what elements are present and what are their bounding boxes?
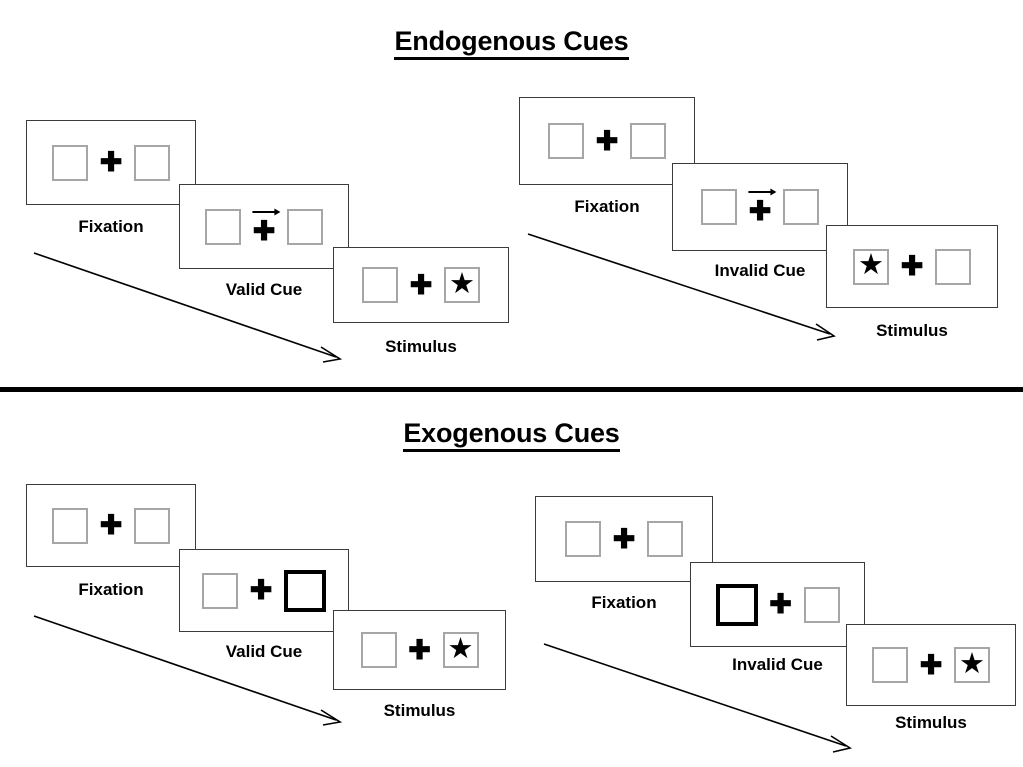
placeholder-square-right — [647, 521, 683, 557]
panel-endogenous-invalid-fixation: ✚ — [519, 97, 695, 185]
target-square-right: ★ — [442, 632, 479, 668]
section-divider — [0, 387, 1023, 392]
placeholder-square-left — [872, 647, 908, 683]
target-square-right: ★ — [444, 267, 480, 303]
placeholder-square-left — [701, 189, 737, 225]
panel-exogenous-valid-cue: ✚ — [179, 549, 349, 632]
caption-endogenous-invalid-fixation: Fixation — [574, 197, 640, 216]
section-title-endogenous-text: Endogenous Cues — [394, 26, 629, 60]
placeholder-square-left — [202, 572, 238, 609]
star-target-icon: ★ — [449, 267, 475, 300]
fixation-cross-wrap: ✚ — [88, 149, 134, 176]
fixation-cross-icon: ✚ — [748, 196, 772, 226]
fixation-cross-icon: ✚ — [900, 251, 924, 281]
panel-endogenous-valid-cue: ✚ — [179, 184, 349, 269]
caption-exogenous-valid-cue: Valid Cue — [225, 642, 303, 661]
panel-endogenous-valid-fixation: ✚ — [26, 120, 196, 205]
placeholder-square-right — [134, 507, 170, 544]
placeholder-square-left — [52, 144, 88, 181]
caption-endogenous-valid-fixation: Fixation — [78, 217, 144, 236]
placeholder-square-left — [360, 632, 397, 668]
caption-exogenous-valid-stimulus: Stimulus — [383, 701, 456, 720]
placeholder-square-left — [52, 507, 88, 544]
panel-endogenous-invalid-stimulus: ★ ✚ — [826, 225, 998, 308]
fixation-cross-wrap: ✚ — [601, 523, 647, 554]
fixation-cross-icon: ✚ — [595, 125, 619, 156]
placeholder-square-left — [548, 123, 584, 159]
panel-endogenous-invalid-cue: ✚ — [672, 163, 848, 251]
section-title-exogenous-text: Exogenous Cues — [403, 418, 620, 452]
caption-exogenous-invalid-fixation: Fixation — [591, 593, 657, 612]
cue-square-left-highlighted — [715, 583, 758, 626]
section-title-endogenous: Endogenous Cues — [0, 26, 1023, 60]
target-square-left: ★ — [853, 248, 889, 285]
star-target-icon: ★ — [447, 632, 474, 665]
fixation-cross-icon: ✚ — [99, 510, 123, 540]
fixation-cross-wrap: ✚ — [889, 253, 935, 280]
arrow-right-cue-icon — [252, 208, 281, 215]
fixation-cross-icon: ✚ — [409, 269, 433, 300]
fixation-cross-icon: ✚ — [919, 649, 943, 680]
target-square-right: ★ — [954, 647, 990, 683]
panel-exogenous-valid-fixation: ✚ — [26, 484, 196, 567]
fixation-cross-wrap: ✚ — [238, 577, 284, 604]
caption-exogenous-invalid-stimulus: Stimulus — [895, 713, 967, 732]
fixation-cross-wrap: ✚ — [737, 188, 783, 226]
fixation-cross-icon: ✚ — [249, 575, 273, 605]
fixation-cross-wrap: ✚ — [398, 269, 444, 300]
panel-endogenous-valid-stimulus: ✚ ★ — [333, 247, 509, 323]
caption-endogenous-invalid-stimulus: Stimulus — [876, 321, 948, 340]
fixation-cross-icon: ✚ — [252, 215, 276, 246]
placeholder-square-right — [630, 123, 666, 159]
fixation-cross-wrap: ✚ — [584, 125, 630, 156]
panel-exogenous-invalid-fixation: ✚ — [535, 496, 713, 582]
panel-exogenous-valid-stimulus: ✚ ★ — [333, 610, 506, 690]
fixation-cross-wrap: ✚ — [88, 512, 134, 539]
panel-exogenous-invalid-stimulus: ✚ ★ — [846, 624, 1016, 706]
placeholder-square-right — [134, 144, 170, 181]
fixation-cross-wrap: ✚ — [397, 634, 443, 665]
caption-endogenous-valid-stimulus: Stimulus — [385, 337, 457, 356]
placeholder-square-right — [935, 248, 971, 285]
caption-endogenous-invalid-cue: Invalid Cue — [714, 261, 806, 280]
placeholder-square-left — [205, 208, 241, 245]
fixation-cross-wrap: ✚ — [758, 591, 804, 618]
panel-exogenous-invalid-cue: ✚ — [690, 562, 865, 647]
fixation-cross-wrap: ✚ — [241, 208, 287, 246]
star-target-icon: ★ — [959, 647, 985, 680]
fixation-cross-icon: ✚ — [408, 634, 431, 665]
caption-exogenous-invalid-cue: Invalid Cue — [732, 655, 823, 674]
fixation-cross-icon: ✚ — [612, 523, 636, 554]
caption-endogenous-valid-cue: Valid Cue — [225, 280, 303, 299]
placeholder-square-right — [287, 208, 323, 245]
placeholder-square-left — [565, 521, 601, 557]
arrow-right-cue-icon — [748, 188, 777, 196]
fixation-cross-wrap: ✚ — [908, 649, 954, 680]
star-target-icon: ★ — [858, 249, 884, 281]
placeholder-square-right — [783, 189, 819, 225]
placeholder-square-left — [362, 267, 398, 303]
caption-exogenous-valid-fixation: Fixation — [78, 580, 144, 599]
placeholder-square-right — [803, 586, 840, 623]
fixation-cross-icon: ✚ — [99, 147, 123, 177]
section-title-exogenous: Exogenous Cues — [0, 418, 1023, 452]
cue-square-right-highlighted — [284, 569, 326, 612]
fixation-cross-icon: ✚ — [769, 589, 792, 619]
